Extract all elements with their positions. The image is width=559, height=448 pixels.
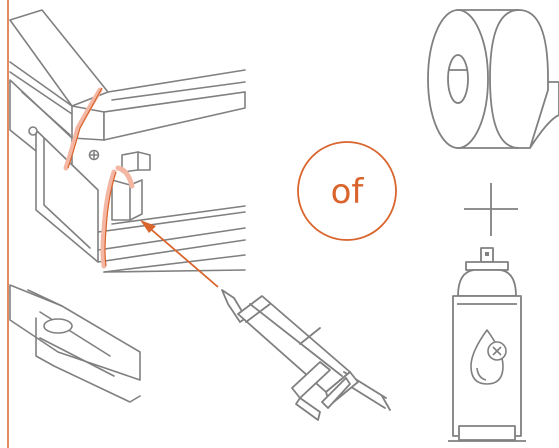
or-circle: [297, 141, 397, 241]
or-badge: of: [297, 141, 397, 241]
sealant-outline: [67, 87, 117, 267]
tape-roll-icon: [427, 9, 559, 149]
sealant-bead: [63, 87, 135, 269]
plus-icon: [464, 183, 518, 236]
application-arrow: [140, 220, 219, 288]
or-label: of: [331, 172, 365, 212]
water-drop-icon: [470, 329, 507, 385]
frame-icon: [9, 9, 246, 403]
caulking-gun-icon: [221, 289, 391, 421]
spray-can-icon: [448, 247, 526, 442]
